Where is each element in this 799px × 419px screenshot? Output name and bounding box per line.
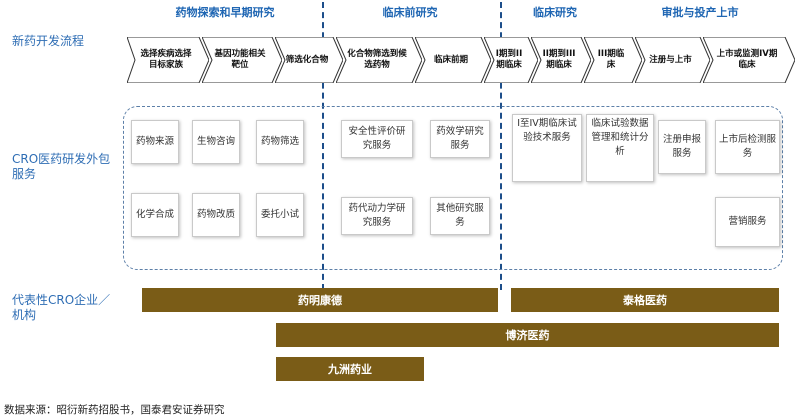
chevron-shape (275, 37, 343, 83)
process-step-label: 注册与上市 (649, 54, 692, 65)
service-other-research: 其他研究服务 (430, 197, 490, 235)
service-drug-modification: 药物改质 (192, 193, 240, 237)
process-step-label: 临床前期 (433, 54, 468, 65)
service-drug-screening: 药物筛选 (256, 120, 304, 164)
process-step-5: 临床前期 (415, 37, 491, 83)
service-registration: 注册申报服务 (658, 120, 706, 174)
company-bar-boji: 博济医药 (276, 323, 779, 347)
company-bar-jiuzhou: 九洲药业 (276, 357, 424, 381)
chevron-shape (703, 37, 795, 83)
chevron-shape (127, 37, 209, 83)
process-step-label: III期临床 (597, 49, 625, 70)
service-drug-source: 药物来源 (131, 120, 179, 164)
service-pharmacokinetics: 药代动力学研究服务 (341, 197, 413, 235)
process-step-6: I期到II期临床 (484, 37, 538, 83)
chevron-shape (336, 37, 422, 83)
process-step-3: 筛选化合物 (275, 37, 343, 83)
service-contract-pilot: 委托小试 (256, 193, 304, 237)
phase-header-approval: 审批与投产上市 (661, 6, 739, 19)
divider-clinical (500, 2, 502, 290)
phase-header-clinical: 临床研究 (533, 6, 577, 19)
service-pharmacodynamics: 药效学研究服务 (430, 120, 490, 158)
phase-header-preclinical: 临床前研究 (382, 6, 438, 19)
process-step-1: 选择疾病选择目标家族 (127, 37, 209, 83)
process-step-8: III期临床 (584, 37, 642, 83)
process-step-label: 基因功能相关靶位 (214, 49, 266, 70)
chevron-shape (415, 37, 491, 83)
service-chemical-synthesis: 化学合成 (131, 193, 179, 237)
service-clinical-trial-tech: I至IV期临床试验技术服务 (512, 114, 582, 182)
service-post-market-monitoring: 上市后检测服务 (715, 120, 780, 174)
process-step-label: II期到III期临床 (542, 49, 576, 70)
cro-services-container (123, 106, 783, 270)
row-label-process: 新药开发流程 (12, 34, 85, 48)
row-label-companies: 代表性CRO企业／机构 (12, 293, 111, 322)
row-label-cro: CRO医药研发外包服务 (12, 152, 111, 181)
chevron-shape (202, 37, 282, 83)
process-step-label: 化合物筛选到候选药物 (347, 49, 407, 70)
process-step-label: 筛选化合物 (285, 54, 329, 65)
process-step-2: 基因功能相关靶位 (202, 37, 282, 83)
process-step-10: 上市或监测IV期临床 (703, 37, 795, 83)
process-step-7: II期到III期临床 (531, 37, 591, 83)
service-data-management: 临床试验数据管理和统计分析 (586, 114, 654, 182)
service-safety-evaluation: 安全性评价研究服务 (341, 120, 413, 158)
company-bar-tigermed: 泰格医药 (511, 288, 779, 312)
process-step-label: I期到II期临床 (495, 49, 523, 70)
process-step-label: 选择疾病选择目标家族 (140, 49, 192, 70)
chevron-shape (635, 37, 710, 83)
chevron-shape (531, 37, 591, 83)
process-step-9: 注册与上市 (635, 37, 710, 83)
company-bar-wuxi: 药明康德 (142, 288, 498, 312)
service-marketing: 营销服务 (715, 197, 780, 247)
chevron-shape (584, 37, 642, 83)
chevron-shape (484, 37, 538, 83)
process-step-label: 上市或监测IV期临床 (716, 49, 778, 70)
phase-header-discovery: 药物探索和早期研究 (175, 6, 275, 19)
divider-preclinical (322, 2, 324, 290)
source-note: 数据来源：昭衍新药招股书，国泰君安证券研究 (4, 404, 225, 416)
service-bio-consulting: 生物咨询 (192, 120, 240, 164)
process-step-4: 化合物筛选到候选药物 (336, 37, 422, 83)
